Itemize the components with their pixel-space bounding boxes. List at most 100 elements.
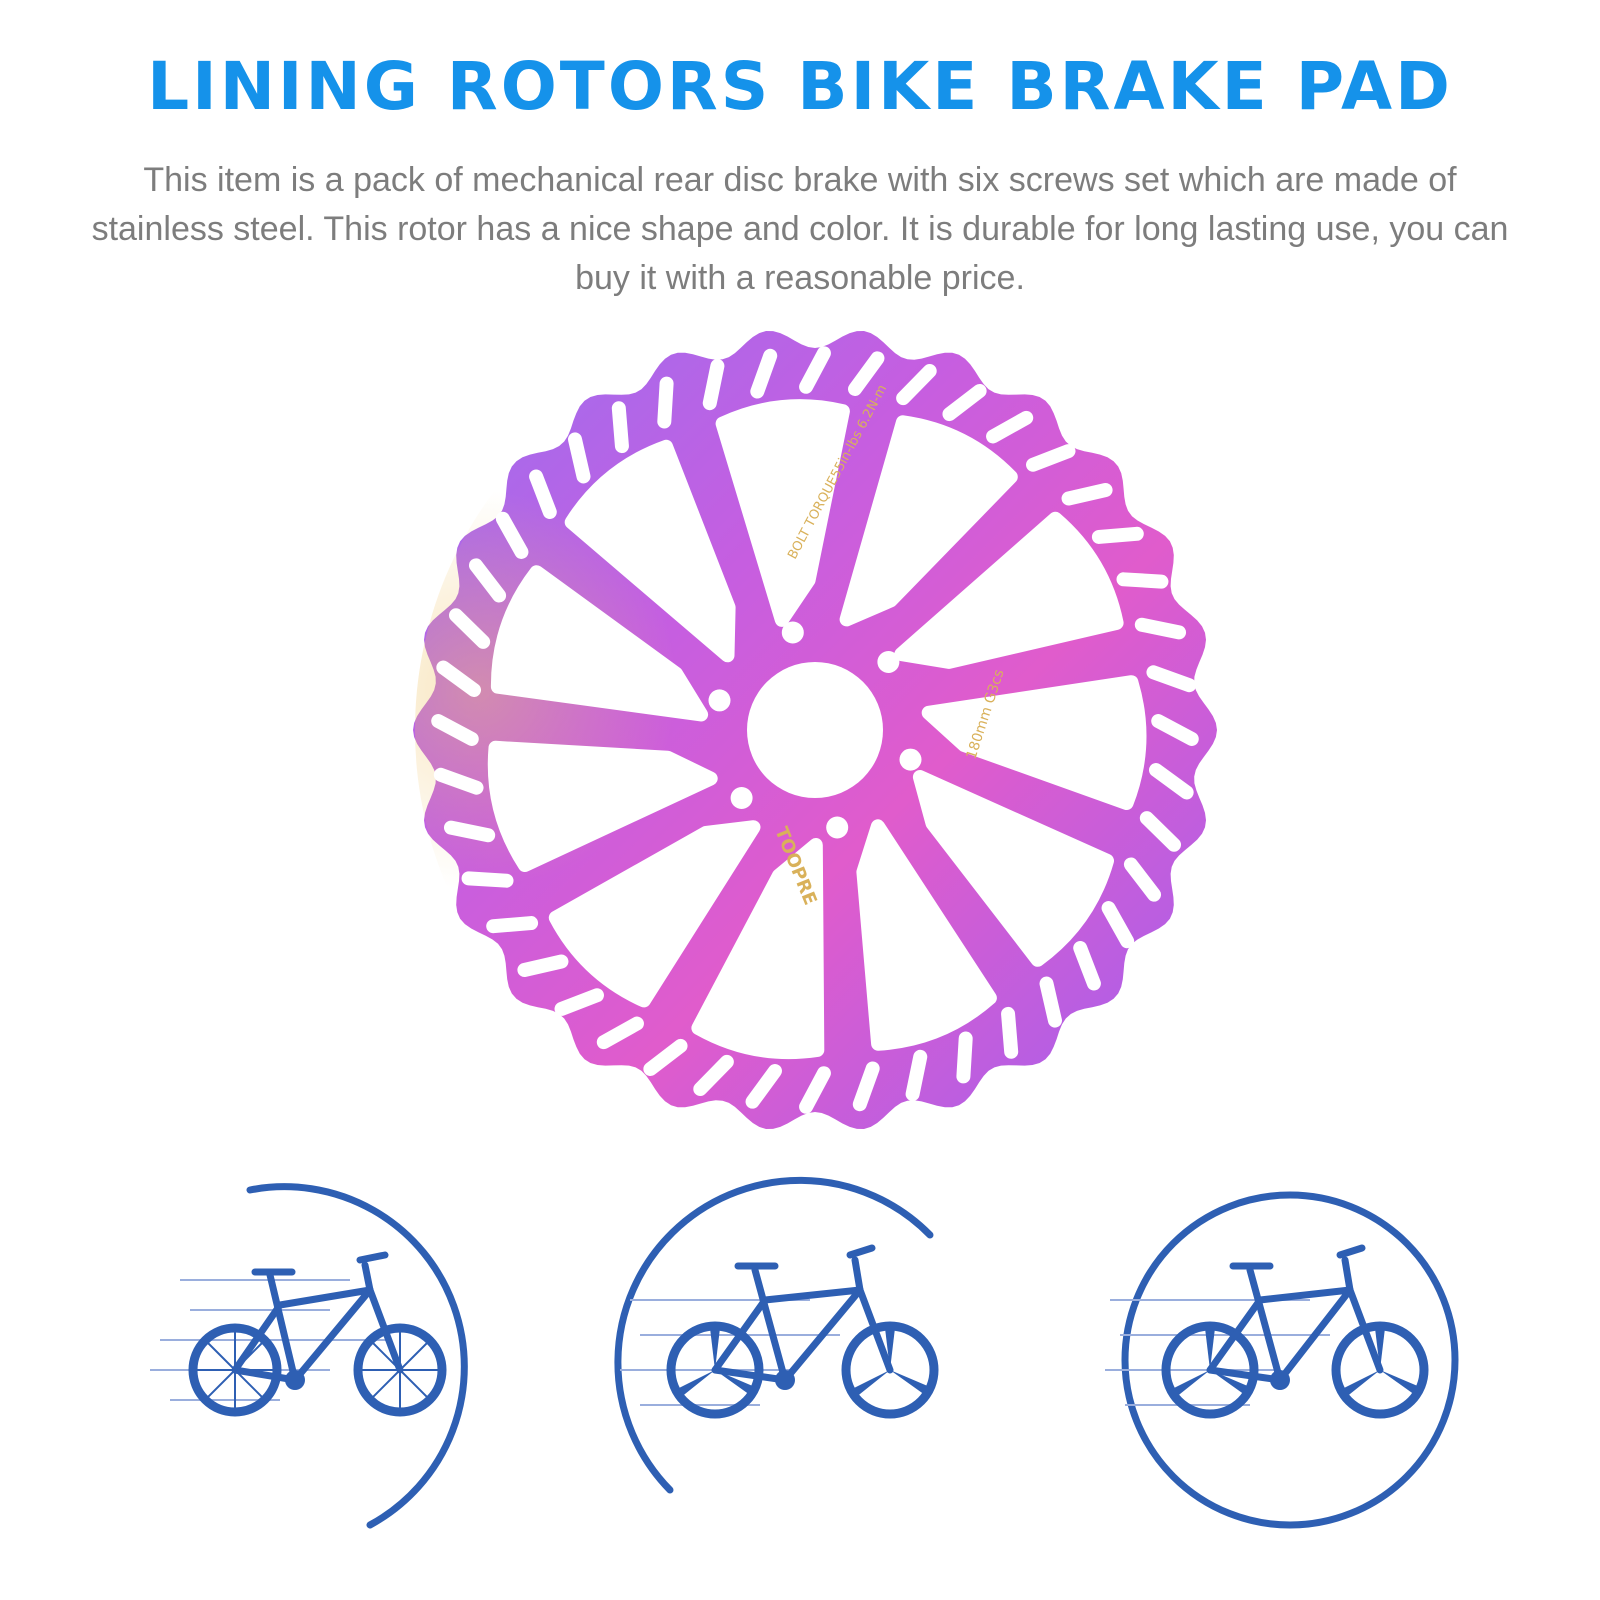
brake-rotor-image: BOLT TORQUE55in-lbs 6.2N-m 180mm G3cs TO… xyxy=(410,325,1220,1135)
rotor-cutout xyxy=(691,838,825,1060)
rotor-vent-slot xyxy=(799,1066,831,1114)
rotor-slot-group xyxy=(1073,941,1101,991)
page-title: LINING ROTORS BIKE BRAKE PAD xyxy=(147,48,1453,125)
rotor-small-hole xyxy=(637,751,658,772)
rotor-vent-slot xyxy=(495,511,529,559)
rotor-slot-group xyxy=(436,660,482,697)
rotor-vent-slot xyxy=(1061,483,1113,506)
rotor-vent-slot xyxy=(468,558,507,603)
rotor-slot-group xyxy=(848,351,885,397)
rotor-slot-group xyxy=(1101,901,1135,949)
rotor-small-hole xyxy=(707,581,728,602)
rotor-cutout xyxy=(490,565,709,722)
rotor-vent-slot xyxy=(1139,811,1182,852)
rotor-vent-slot xyxy=(693,1054,734,1097)
bike-trispoke-wheels-icon xyxy=(610,1170,990,1550)
rotor-illustration: BOLT TORQUE55in-lbs 6.2N-m 180mm G3cs TO… xyxy=(413,330,1217,1130)
rotor-vent-slot xyxy=(643,1038,688,1077)
rotor-vent-slot xyxy=(529,469,557,519)
rotor-vent-slot xyxy=(568,432,591,484)
rotor-slot-group xyxy=(942,383,987,422)
bike-spoked-wheels-icon xyxy=(130,1170,510,1550)
rotor-vent-slot xyxy=(611,401,629,454)
rotor-slot-group xyxy=(433,767,484,795)
rotor-bolt-hole xyxy=(826,816,849,839)
rotor-vent-slot xyxy=(896,363,937,406)
rotor-vent-slot xyxy=(702,358,725,411)
rotor-cutout xyxy=(894,511,1124,669)
rotor-vent-slot xyxy=(1146,665,1197,693)
bike-icon-svg xyxy=(150,1183,468,1529)
rotor-small-hole xyxy=(764,885,785,905)
rotor-slot-group xyxy=(702,358,725,411)
rotor-bolt-hole xyxy=(877,651,900,673)
rotor-slot-group xyxy=(986,410,1034,444)
rotor-bolt-holes xyxy=(637,550,995,905)
rotor-slot-group xyxy=(1116,572,1169,589)
rotor-slot-group xyxy=(896,363,937,406)
rotor-vent-slot xyxy=(517,954,569,977)
rotor-vent-slot xyxy=(1001,1006,1019,1059)
rotor-slot-group xyxy=(1061,483,1113,506)
rotor-slot-group xyxy=(486,916,539,934)
rotor-slot-group xyxy=(1039,976,1062,1028)
rotor-vent-slot xyxy=(745,1063,782,1109)
rotor-slot-group xyxy=(799,346,831,394)
bike-icon-svg xyxy=(614,1176,939,1494)
rotor-small-hole xyxy=(974,737,995,757)
rotor-vent-slot xyxy=(431,714,479,746)
rotor-vent-slot xyxy=(956,1031,973,1084)
rotor-small-hole xyxy=(647,656,668,677)
rotor-vent-slot xyxy=(596,1016,644,1050)
rotor-slot-group xyxy=(1148,763,1194,800)
rotor-slot-group xyxy=(448,608,491,649)
rotor-cutout xyxy=(715,399,850,627)
rotor-vent-slot xyxy=(657,376,674,429)
rotor-vent-slot xyxy=(554,988,604,1016)
rotor-slot-group xyxy=(611,401,629,454)
rotor-vent-slot xyxy=(1039,976,1062,1028)
rotor-slot-group xyxy=(431,714,479,746)
rotor-slot-group xyxy=(956,1031,973,1084)
rotor-small-hole xyxy=(681,836,702,857)
rotor-small-hole xyxy=(890,573,911,594)
rotor-cutout xyxy=(548,820,761,1008)
rotor-vent-slot xyxy=(905,1049,928,1102)
rotor-cutout xyxy=(487,740,718,872)
rotor-small-hole xyxy=(797,550,818,571)
rotor-vent-slot xyxy=(433,767,484,795)
rotor-small-hole xyxy=(859,880,880,901)
rotor-cutout xyxy=(564,439,736,663)
rotor-slot-group xyxy=(745,1063,782,1109)
rotor-vent-slot xyxy=(986,410,1034,444)
rotor-slot-group xyxy=(517,954,569,977)
rotor-vent-slot xyxy=(852,1061,880,1112)
rotor-cutout xyxy=(921,675,1147,810)
rotor-slot-group xyxy=(1091,526,1144,544)
rotor-small-hole xyxy=(938,825,959,846)
rotor-vent-slot xyxy=(486,916,539,934)
rotor-vent-slots xyxy=(431,346,1199,1114)
rotor-slot-group xyxy=(468,558,507,603)
rotor-bolt-hole xyxy=(730,787,753,809)
bike-icons-row xyxy=(0,1170,1600,1570)
bike-trispoke-wheels-ring-icon xyxy=(1100,1170,1480,1550)
rotor-vent-slot xyxy=(461,871,514,888)
rotor-bolt-hole xyxy=(708,689,731,712)
rotor-vent-slot xyxy=(750,348,778,399)
rotor-slot-group xyxy=(1134,617,1187,640)
rotor-slot-group xyxy=(799,1066,831,1114)
product-description: This item is a pack of mechanical rear d… xyxy=(91,161,1509,297)
rotor-slot-group xyxy=(495,511,529,559)
rotor-small-hole xyxy=(956,642,977,663)
rotor-cutout xyxy=(856,819,997,1051)
rotor-bolt-hole xyxy=(781,621,804,644)
rotor-slot-group xyxy=(443,820,496,843)
rotor-slot-group xyxy=(1146,665,1197,693)
rotor-slot-group xyxy=(1151,714,1199,746)
rotor-vent-slot xyxy=(1073,941,1101,991)
rotor-slot-group xyxy=(461,871,514,888)
rotor-slot-group xyxy=(1026,444,1076,472)
rotor-center-hole xyxy=(747,662,883,798)
rotor-vent-slot xyxy=(1123,857,1162,902)
